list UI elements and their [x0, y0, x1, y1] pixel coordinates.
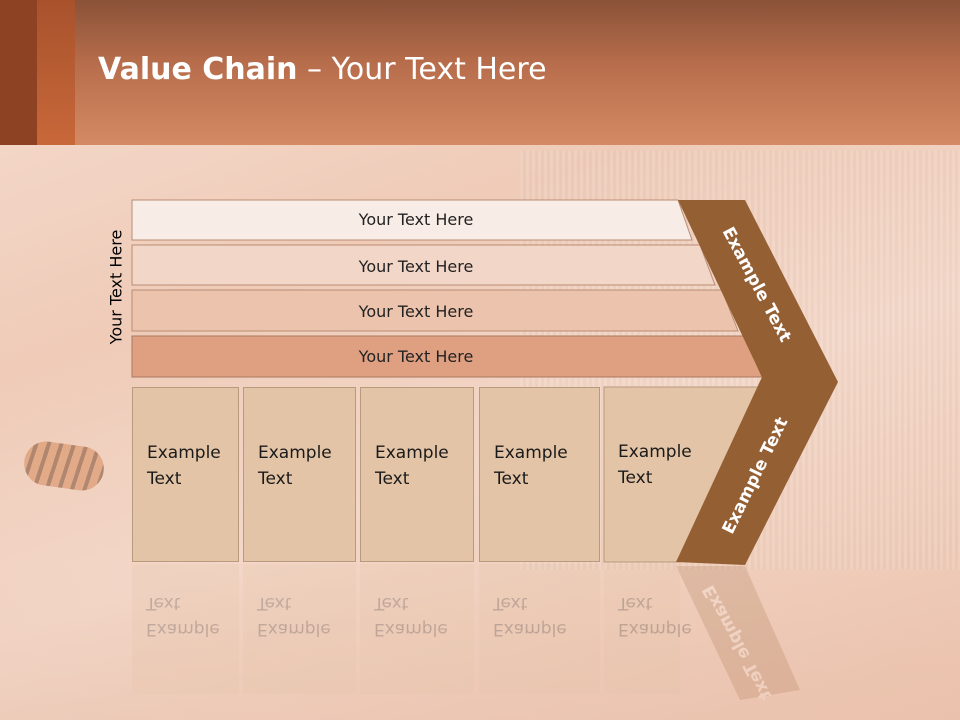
primary-activity-box-3-label: Example Text	[375, 443, 449, 489]
box-reflection-5-label: Example Text	[618, 593, 692, 639]
support-bar-3-label: Your Text Here	[358, 302, 474, 321]
box-reflection-2-label: Example Text	[257, 593, 331, 639]
box-reflection-1: Example Text	[132, 564, 239, 694]
primary-activity-box-1-label: Example Text	[147, 443, 221, 489]
header-accent-bar-dark	[0, 0, 37, 145]
primary-activity-box-5-text-area: Example Text	[604, 387, 694, 562]
support-bar-3[interactable]	[131, 289, 739, 332]
primary-activity-box-4[interactable]: Example Text	[479, 387, 600, 562]
box-reflection-3: Example Text	[360, 564, 474, 694]
primary-activity-box-1[interactable]: Example Text	[132, 387, 239, 562]
support-bar-4-label: Your Text Here	[358, 347, 474, 366]
box-reflection-5: Example Text	[604, 564, 692, 694]
primary-activity-box-2-label: Example Text	[258, 443, 332, 489]
primary-activity-box-5-label: Example Text	[618, 442, 692, 488]
margin-arrow-reflection: Example Text	[676, 566, 800, 703]
slide-header: Value Chain – Your Text Here	[0, 0, 960, 145]
box-reflection-2: Example Text	[243, 564, 356, 694]
support-bar-2-label: Your Text Here	[358, 257, 474, 276]
slide-title-rest: – Your Text Here	[297, 52, 547, 87]
primary-activity-box-3[interactable]: Example Text	[360, 387, 474, 562]
background-shade	[0, 560, 960, 720]
box-reflection-1-label: Example Text	[146, 593, 220, 639]
slide-title-bold: Value Chain	[98, 52, 298, 87]
box-reflection-3-label: Example Text	[374, 593, 448, 639]
support-bar-1[interactable]	[131, 199, 693, 241]
box-reflection-4: Example Text	[479, 564, 600, 694]
margin-arrow[interactable]	[676, 200, 838, 565]
box-reflection-4-label: Example Text	[493, 593, 567, 639]
support-bar-1-label: Your Text Here	[358, 210, 474, 229]
header-accent-bar-light	[37, 0, 75, 145]
slide-title[interactable]: Value Chain – Your Text Here	[98, 52, 547, 87]
primary-activity-box-2[interactable]: Example Text	[243, 387, 356, 562]
primary-activity-box-4-label: Example Text	[494, 443, 568, 489]
support-bar-2[interactable]	[131, 244, 716, 286]
